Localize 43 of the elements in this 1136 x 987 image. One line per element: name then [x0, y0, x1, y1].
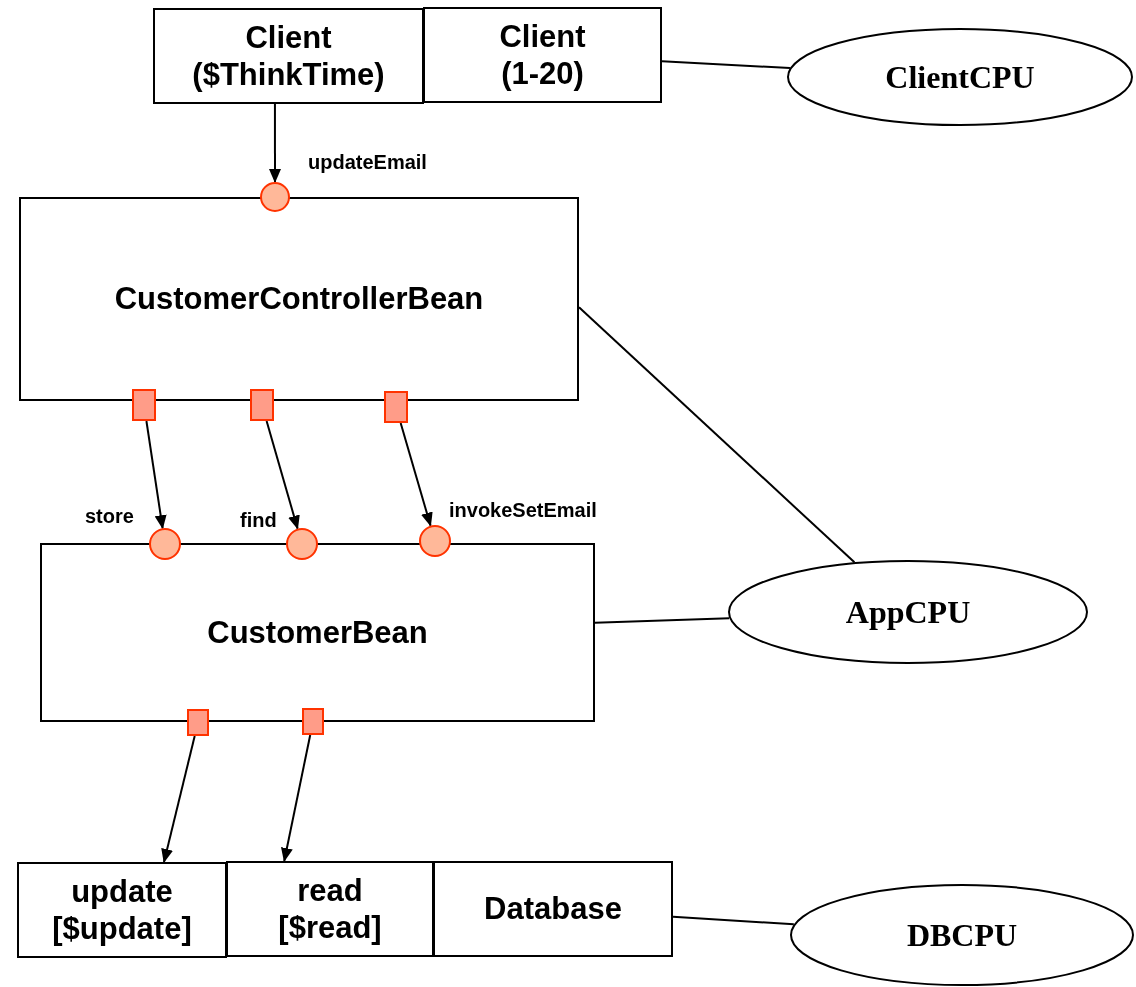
- connector-line: [672, 915, 795, 926]
- port-square: [384, 391, 408, 423]
- method-label: updateEmail: [308, 152, 427, 172]
- component-label: Client (1-20): [498, 17, 587, 93]
- component-box: [153, 8, 424, 104]
- component-label: CustomerControllerBean: [114, 280, 484, 318]
- port-square: [250, 389, 274, 421]
- component-box: [423, 7, 662, 103]
- component-box: [433, 861, 673, 957]
- component-box: [226, 861, 434, 957]
- method-label: find: [240, 510, 277, 530]
- component-label: Client ($ThinkTime): [191, 18, 386, 94]
- port-square: [302, 708, 324, 735]
- processor-ellipse: [787, 28, 1133, 126]
- component-label: DBCPU: [906, 915, 1018, 955]
- port-circle: [149, 528, 181, 560]
- component-label: update [$update]: [51, 872, 193, 948]
- port-square: [187, 709, 209, 736]
- processor-ellipse: [790, 884, 1134, 986]
- port-circle: [286, 528, 318, 560]
- processor-ellipse: [728, 560, 1088, 664]
- port-square: [132, 389, 156, 421]
- arrow: [269, 103, 281, 183]
- connector-line: [594, 617, 731, 624]
- port-circle: [260, 182, 290, 212]
- arrow: [161, 735, 196, 863]
- port-circle: [419, 525, 451, 557]
- component-box: [17, 862, 227, 958]
- arrow: [265, 420, 300, 530]
- component-label: CustomerBean: [207, 613, 428, 652]
- component-box: [19, 197, 579, 401]
- connector-line: [661, 60, 791, 70]
- method-label: invokeSetEmail: [449, 500, 597, 520]
- arrow: [281, 734, 312, 862]
- component-box: [40, 543, 595, 722]
- component-label: read [$read]: [277, 871, 383, 947]
- component-label: ClientCPU: [885, 57, 1035, 97]
- component-label: AppCPU: [845, 592, 971, 632]
- component-label: Database: [484, 890, 622, 928]
- arrow: [145, 420, 167, 530]
- connector-line: [578, 306, 856, 564]
- method-label: store: [85, 506, 134, 526]
- arrow: [399, 422, 433, 527]
